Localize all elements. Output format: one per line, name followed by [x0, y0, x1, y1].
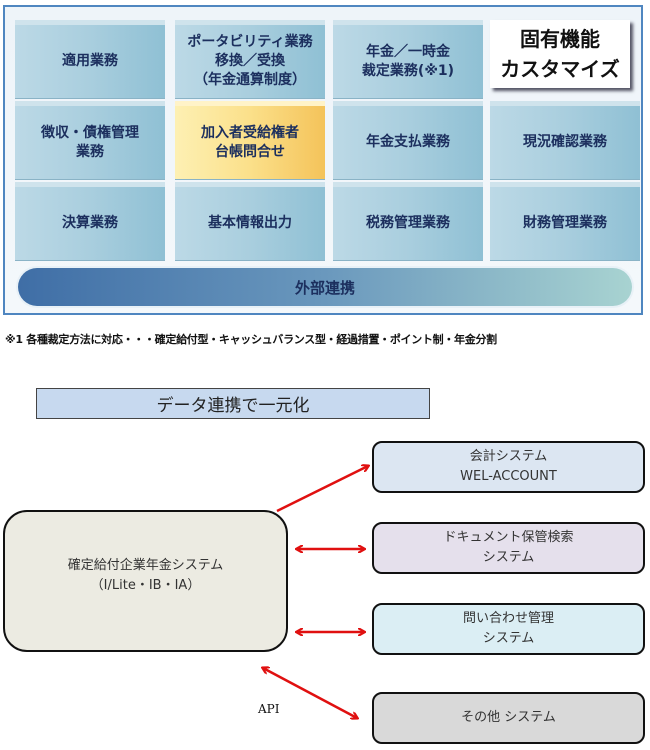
tile-pension-award: 年金／一時金 裁定業務(※1): [333, 20, 483, 98]
callout-line: カスタマイズ: [500, 57, 620, 81]
system-box-accounting: 会計システム WEL-ACCOUNT: [372, 441, 645, 493]
tile-ledger-inquiry: 加入者受給権者 台帳問合せ: [175, 101, 325, 179]
system-subname: システム: [482, 550, 535, 565]
tile-label: （年金通算制度）: [193, 72, 306, 88]
tile-pension-payment: 年金支払業務: [333, 101, 483, 179]
footnote: ※1 各種裁定方法に対応・・・確定給付型・キャッシュバランス型・経過措置・ポイン…: [5, 333, 497, 346]
tile-label: 税務管理業務: [366, 215, 450, 231]
external-integration-bar: 外部連携: [18, 268, 632, 306]
integration-title: データ連携で一元化: [36, 388, 430, 419]
tile-label: 決算業務: [62, 215, 118, 231]
tile-settlement: 決算業務: [15, 182, 165, 260]
system-subname: システム: [482, 631, 535, 646]
system-name: 問い合わせ管理: [462, 611, 554, 626]
external-integration-label: 外部連携: [294, 278, 355, 297]
system-box-other: その他 システム: [372, 692, 645, 744]
main-system-box: 確定給付企業年金システム （I/Lite・IB・IA）: [3, 510, 288, 652]
system-name: その他 システム: [461, 710, 556, 725]
system-box-document: ドキュメント保管検索 システム: [372, 522, 645, 574]
tile-label: 業務: [76, 143, 104, 160]
tile-label: 適用業務: [62, 53, 118, 69]
tile-basic-info-output: 基本情報出力: [175, 182, 325, 260]
tile-label: 基本情報出力: [208, 215, 292, 231]
system-box-inquiry: 問い合わせ管理 システム: [372, 603, 645, 655]
tile-label: 移換／受換: [214, 53, 285, 69]
tile-portability: ポータビリティ業務 移換／受換 （年金通算制度）: [175, 20, 325, 98]
arrow-other-api: [263, 668, 357, 718]
tile-label: 裁定業務(※1): [361, 62, 455, 79]
arrow-to-accounting: [276, 466, 368, 513]
tile-label: 徴収・債権管理: [41, 124, 139, 141]
tile-label: 加入者受給権者: [201, 124, 299, 141]
custom-feature-callout: 固有機能 カスタマイズ: [490, 20, 630, 88]
main-system-name: 確定給付企業年金システム: [67, 558, 224, 573]
tile-financial-management: 財務管理業務: [490, 182, 640, 260]
callout-line: 固有機能: [520, 27, 600, 51]
system-name: 会計システム: [469, 449, 548, 464]
tile-label: 台帳問合せ: [215, 143, 285, 160]
main-system-editions: （I/Lite・IB・IA）: [90, 578, 201, 593]
tile-enrollment: 適用業務: [15, 20, 165, 98]
tile-label: 年金支払業務: [366, 134, 450, 150]
tile-collection: 徴収・債権管理 業務: [15, 101, 165, 179]
integration-title-text: データ連携で一元化: [156, 396, 310, 416]
tile-label: 年金／一時金: [366, 43, 450, 60]
system-subname: WEL-ACCOUNT: [460, 469, 557, 484]
tile-label: ポータビリティ業務: [187, 34, 313, 50]
system-name: ドキュメント保管検索: [443, 530, 574, 545]
tile-status-check: 現況確認業務: [490, 101, 640, 179]
tile-label: 現況確認業務: [523, 134, 607, 150]
tile-tax-management: 税務管理業務: [333, 182, 483, 260]
tile-label: 財務管理業務: [523, 215, 607, 231]
